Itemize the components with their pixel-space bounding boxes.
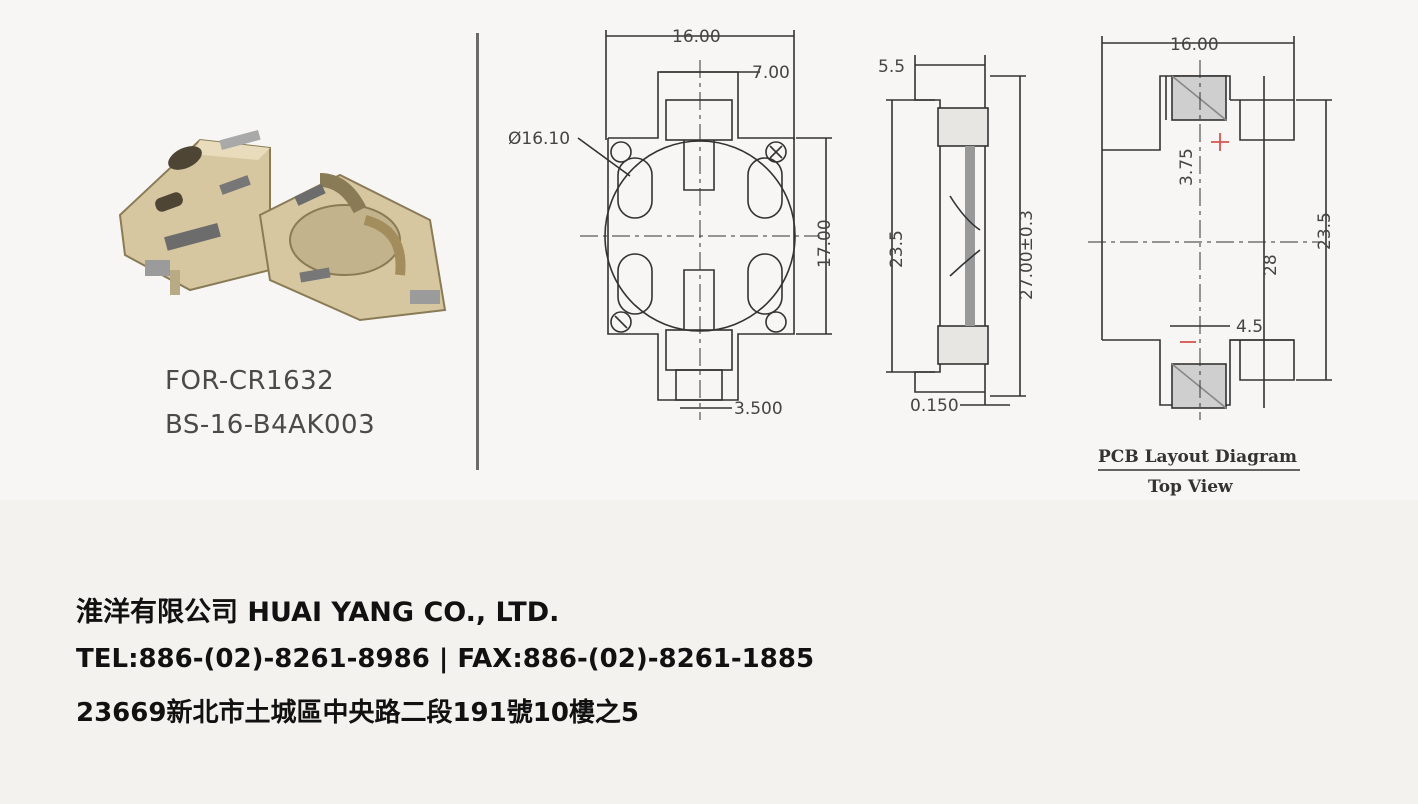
battery-holder-photo (118, 129, 447, 322)
section-divider (476, 33, 479, 470)
model-number: BS-16-B4AK003 (165, 410, 376, 440)
front-height-label: 17.00 (815, 219, 835, 268)
pcb-diagram-title: PCB Layout Diagram (1098, 447, 1297, 467)
front-width-label: 16.00 (672, 27, 721, 47)
pcb-pad-height-label: 3.75 (1177, 148, 1197, 186)
front-diameter-label: Ø16.10 (508, 129, 570, 149)
model-compatibility: FOR-CR1632 (165, 366, 335, 396)
company-address: 23669新北市土城區中央路二段191號10樓之5 (76, 698, 639, 728)
side-total-height-label: 27.00±0.3 (1017, 210, 1037, 300)
front-view (577, 30, 832, 420)
side-view (886, 55, 1026, 406)
pcb-diagram-subtitle: Top View (1148, 477, 1233, 497)
side-thickness-label: 0.150 (910, 396, 959, 416)
pcb-outer-height-label: 23.5 (1315, 212, 1335, 250)
pcb-view (1088, 36, 1332, 471)
side-offset-label: 5.5 (878, 57, 905, 77)
company-name: 淮洋有限公司 HUAI YANG CO., LTD. (76, 597, 560, 628)
pcb-pad-width-label: 4.5 (1236, 317, 1263, 337)
pcb-width-label: 16.00 (1170, 35, 1219, 55)
technical-drawing: 16.00 7.00 Ø16.10 17.00 3.500 5.5 23.5 2… (508, 27, 1335, 497)
front-pin-width-label: 3.500 (734, 399, 783, 419)
contact-phone-fax: TEL:886-(02)-8261-8986 | FAX:886-(02)-82… (76, 644, 815, 674)
side-height-label: 23.5 (887, 230, 907, 268)
pcb-inner-height-label: 28 (1261, 254, 1281, 276)
front-slot-width-label: 7.00 (752, 63, 790, 83)
